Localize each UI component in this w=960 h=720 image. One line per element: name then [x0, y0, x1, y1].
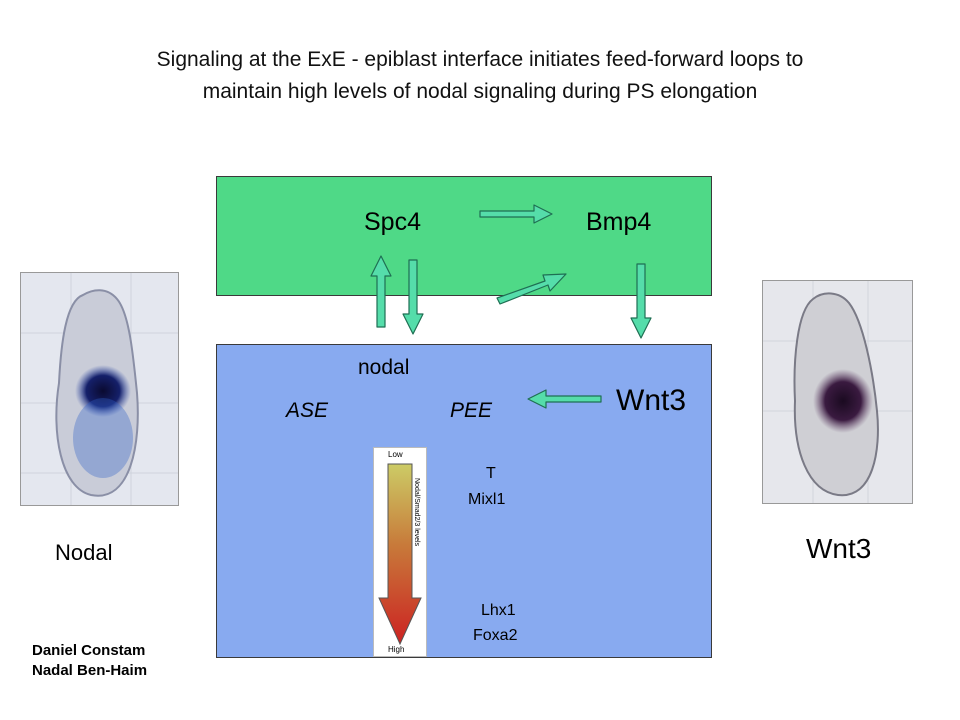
- marker-lhx1-label: Lhx1: [481, 602, 516, 619]
- ase-label: ASE: [286, 399, 329, 422]
- marker-mixl1-label: Mixl1: [468, 491, 506, 508]
- nodal-gradient-card: Low High Nodal/Smad2/3 levels: [373, 447, 427, 657]
- bmp4-label: Bmp4: [586, 208, 652, 236]
- gradient-low-label: Low: [388, 450, 403, 459]
- credit-line-1: Daniel Constam: [32, 642, 146, 659]
- marker-t-label: T: [486, 465, 496, 482]
- gradient-axis-label: Nodal/Smad2/3 levels: [413, 478, 420, 547]
- author-credits: Daniel Constam Nadal Ben-Haim: [32, 641, 147, 681]
- title-line-1: Signaling at the ExE - epiblast interfac…: [156, 48, 804, 71]
- credit-line-2: Nadal Ben-Haim: [32, 662, 148, 679]
- nodal-embryo-photo: [20, 272, 179, 506]
- title-line-2: maintain high levels of nodal signaling …: [202, 80, 758, 103]
- spc4-label: Spc4: [364, 208, 421, 236]
- wnt3-epiblast-label: Wnt3: [616, 384, 687, 417]
- marker-foxa2-label: Foxa2: [473, 627, 518, 644]
- nodal-label: nodal: [358, 356, 410, 379]
- wnt3-photo-caption: Wnt3: [806, 533, 872, 564]
- gradient-arrow-icon: [378, 463, 422, 646]
- gradient-high-label: High: [388, 645, 405, 654]
- pee-label: PEE: [450, 399, 493, 422]
- epiblast-region-box: [216, 344, 712, 658]
- slide-title: Signaling at the ExE - epiblast interfac…: [60, 44, 900, 108]
- exe-region-box: [216, 176, 712, 296]
- nodal-photo-caption: Nodal: [55, 540, 113, 565]
- wnt3-embryo-photo: [762, 280, 913, 504]
